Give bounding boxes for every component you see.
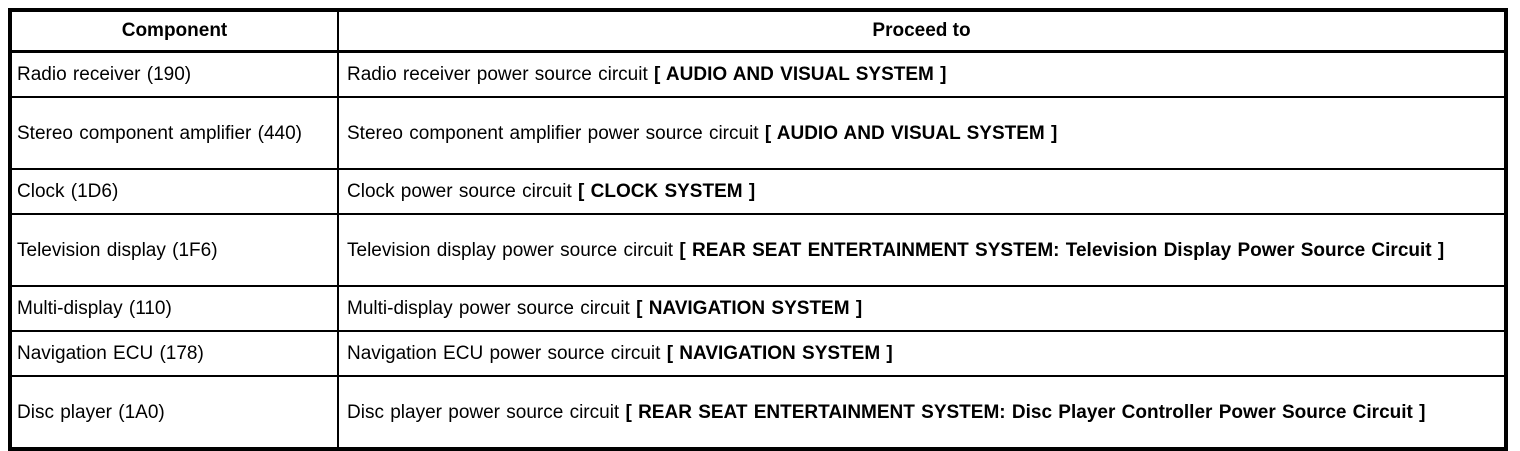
proceed-cell: Disc player power source circuit [ REAR … (337, 375, 1507, 450)
table-row-multi-display: Multi-display (110) Multi-display power … (9, 285, 1507, 332)
proceed-reference: [ AUDIO AND VISUAL SYSTEM ] (654, 64, 947, 85)
proceed-cell: Stereo component amplifier power source … (337, 96, 1507, 170)
table-row-television-display: Television display (1F6) Television disp… (9, 213, 1507, 287)
column-header-proceed-to: Proceed to (337, 9, 1507, 53)
proceed-reference: [ AUDIO AND VISUAL SYSTEM ] (764, 122, 1058, 144)
component-cell: Stereo component amplifier (440) (9, 96, 339, 170)
proceed-text: Multi-display power source circuit (347, 298, 637, 319)
table-header-row: Component Proceed to (9, 9, 1507, 53)
component-cell: Radio receiver (190) (9, 50, 339, 98)
table-row-disc-player: Disc player (1A0) Disc player power sour… (9, 375, 1507, 450)
table-row-radio-receiver: Radio receiver (190) Radio receiver powe… (9, 50, 1507, 98)
proceed-cell: Clock power source circuit [ CLOCK SYSTE… (337, 168, 1507, 215)
component-cell: Clock (1D6) (9, 168, 339, 215)
proceed-text: Navigation ECU power source circuit (347, 343, 667, 364)
proceed-text: Stereo component amplifier power source … (347, 122, 765, 144)
proceed-text: Clock power source circuit (347, 181, 579, 202)
proceed-text: Television display power source circuit (347, 239, 680, 261)
component-cell: Disc player (1A0) (9, 375, 339, 450)
proceed-cell: Navigation ECU power source circuit [ NA… (337, 330, 1507, 377)
component-cell: Television display (1F6) (9, 213, 339, 287)
proceed-text: Disc player power source circuit (347, 401, 626, 423)
proceed-cell: Multi-display power source circuit [ NAV… (337, 285, 1507, 332)
proceed-reference: [ REAR SEAT ENTERTAINMENT SYSTEM: Disc P… (625, 401, 1426, 423)
component-proceed-table: Component Proceed to Radio receiver (190… (8, 8, 1508, 451)
proceed-reference: [ REAR SEAT ENTERTAINMENT SYSTEM: Televi… (679, 239, 1445, 261)
proceed-text: Radio receiver power source circuit (347, 64, 655, 85)
proceed-reference: [ CLOCK SYSTEM ] (578, 181, 756, 202)
proceed-cell: Radio receiver power source circuit [ AU… (337, 50, 1507, 98)
component-cell: Multi-display (110) (9, 285, 339, 332)
component-cell: Navigation ECU (178) (9, 330, 339, 377)
table-row-stereo-amplifier: Stereo component amplifier (440) Stereo … (9, 96, 1507, 170)
table-row-clock: Clock (1D6) Clock power source circuit [… (9, 168, 1507, 215)
proceed-cell: Television display power source circuit … (337, 213, 1507, 287)
column-header-component: Component (9, 9, 339, 53)
proceed-reference: [ NAVIGATION SYSTEM ] (636, 298, 863, 319)
proceed-reference: [ NAVIGATION SYSTEM ] (666, 343, 893, 364)
table-row-navigation-ecu: Navigation ECU (178) Navigation ECU powe… (9, 330, 1507, 377)
